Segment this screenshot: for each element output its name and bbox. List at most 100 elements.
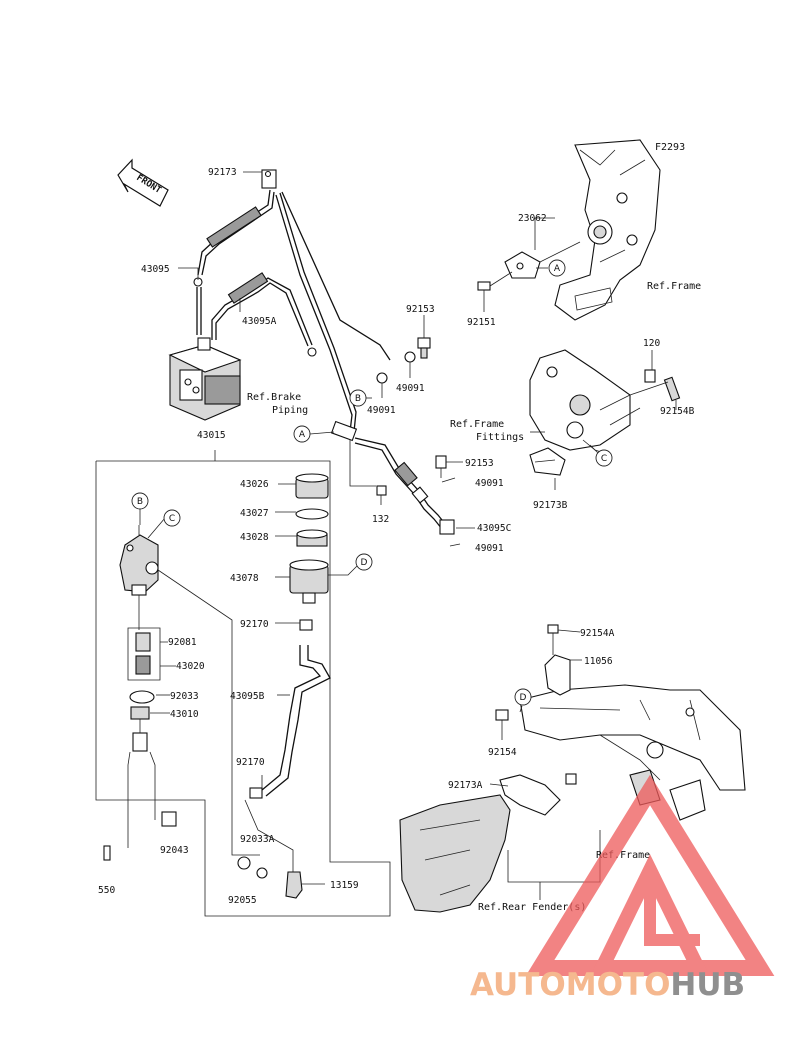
oring-92055 <box>237 856 251 870</box>
part-label: 92173A <box>448 780 483 791</box>
clamp-92173A <box>489 773 577 816</box>
watermark-text: AUTOMOTOHUB <box>470 967 745 1003</box>
svg-text:B: B <box>137 497 143 507</box>
part-label: 43095A <box>242 316 277 327</box>
reservoir-cap-43026 <box>295 473 329 499</box>
diagram-id: F2293 <box>655 142 685 153</box>
svg-text:C: C <box>601 454 607 464</box>
part-label: 92153 <box>465 458 494 469</box>
callout-c-left: C <box>163 509 181 527</box>
reservoir-43078 <box>289 559 361 604</box>
bolt-92151 <box>477 271 513 300</box>
part-label: 49091 <box>396 383 425 394</box>
part-label: 43015 <box>197 430 226 441</box>
part-label: 92033A <box>240 834 275 845</box>
part-label: 49091 <box>475 543 504 554</box>
washer-92033A <box>256 867 268 879</box>
svg-text:D: D <box>361 558 368 568</box>
rear-fender <box>399 794 601 913</box>
part-label: 43095B <box>230 691 265 702</box>
piston-kit <box>127 627 176 681</box>
part-label: 92033 <box>170 691 199 702</box>
leader-lines <box>139 171 677 788</box>
washer-49091-b <box>376 372 388 384</box>
assembly-box-43015 <box>95 450 391 917</box>
part-label: 92173B <box>533 500 568 511</box>
callout-d-lower: D <box>514 688 532 706</box>
part-label: 43095C <box>477 523 511 534</box>
part-label: 49091 <box>475 478 504 489</box>
frame-upper <box>554 139 661 321</box>
svg-text:A: A <box>299 430 306 440</box>
bracket-23062 <box>504 241 581 279</box>
part-label: 92043 <box>160 845 189 856</box>
plate-43027 <box>295 508 329 520</box>
ref-frame-upper: Ref.Frame <box>647 281 701 292</box>
part-label: 92151 <box>467 317 496 328</box>
part-label: 43026 <box>240 479 269 490</box>
part-label: 43027 <box>240 508 269 519</box>
callout-d-mid: D <box>355 553 373 571</box>
ref-rear-fender: Ref.Rear Fender(s) <box>478 902 586 913</box>
svg-text:B: B <box>355 394 361 404</box>
part-label: 92154 <box>488 747 517 758</box>
part-label: 92055 <box>228 895 257 906</box>
fitting-13159 <box>244 799 325 899</box>
part-label: 23062 <box>518 213 547 224</box>
part-label: 92154A <box>580 628 615 639</box>
part-labels: 92173 43095 43095A 23062 92151 92153 490… <box>98 167 695 906</box>
part-label: 550 <box>98 885 115 896</box>
part-label: 43010 <box>170 709 199 720</box>
bolt-92154 <box>495 709 509 740</box>
svg-text:D: D <box>520 693 527 703</box>
part-label: 92154B <box>660 406 695 417</box>
part-label: 92170 <box>236 757 265 768</box>
seal-92033 <box>129 690 155 704</box>
callout-b-top: B <box>349 389 367 407</box>
callout-c-right: C <box>595 449 613 467</box>
pushrod-43010 <box>130 706 150 752</box>
ref-frame-lower: Ref.Frame <box>596 850 650 861</box>
clamp-92173B <box>529 447 566 476</box>
part-label: 43028 <box>240 532 269 543</box>
part-label: 49091 <box>367 405 396 416</box>
part-label: 43095 <box>141 264 170 275</box>
bolt-92153-top <box>417 337 431 359</box>
brake-hoses-upper <box>193 169 391 433</box>
watermark: AUTOMOTOHUB <box>470 774 775 1003</box>
callout-b-left: B <box>131 492 149 510</box>
ref-frame-fittings-1: Ref.Frame <box>450 419 504 430</box>
frame-fittings <box>529 349 681 451</box>
ref-frame-fittings-2: Fittings <box>476 432 524 443</box>
part-label: 13159 <box>330 880 359 891</box>
abs-unit <box>168 337 242 421</box>
master-cylinder <box>119 525 260 856</box>
pin-550 <box>103 751 131 861</box>
svg-text:A: A <box>554 264 561 274</box>
part-label: 11056 <box>584 656 613 667</box>
hose-43095B <box>261 645 331 797</box>
part-label: 43020 <box>176 661 205 672</box>
washer-49091-a <box>404 351 416 363</box>
part-label: 92170 <box>240 619 269 630</box>
nut-92043 <box>149 751 177 827</box>
part-label: 92153 <box>406 304 435 315</box>
watermark-triangle-icon <box>525 774 775 976</box>
front-arrow-icon: FRONT <box>117 158 169 207</box>
part-label: 120 <box>643 338 660 349</box>
bracket-11056 <box>544 624 582 696</box>
part-label: 132 <box>372 514 389 525</box>
svg-text:C: C <box>169 514 175 524</box>
ref-brake-1: Ref.Brake <box>247 392 301 403</box>
diaphragm-43028 <box>296 529 328 547</box>
part-label: 92081 <box>168 637 197 648</box>
part-label: 43078 <box>230 573 259 584</box>
part-label: 92173 <box>208 167 237 178</box>
callout-a-mid: A <box>293 425 335 443</box>
callout-a-top: A <box>548 259 566 277</box>
clamp-92170-b <box>249 787 263 799</box>
brake-hose-mid <box>330 420 461 547</box>
ref-brake-2: Piping <box>272 405 308 416</box>
clamp-92170-a <box>299 619 313 631</box>
